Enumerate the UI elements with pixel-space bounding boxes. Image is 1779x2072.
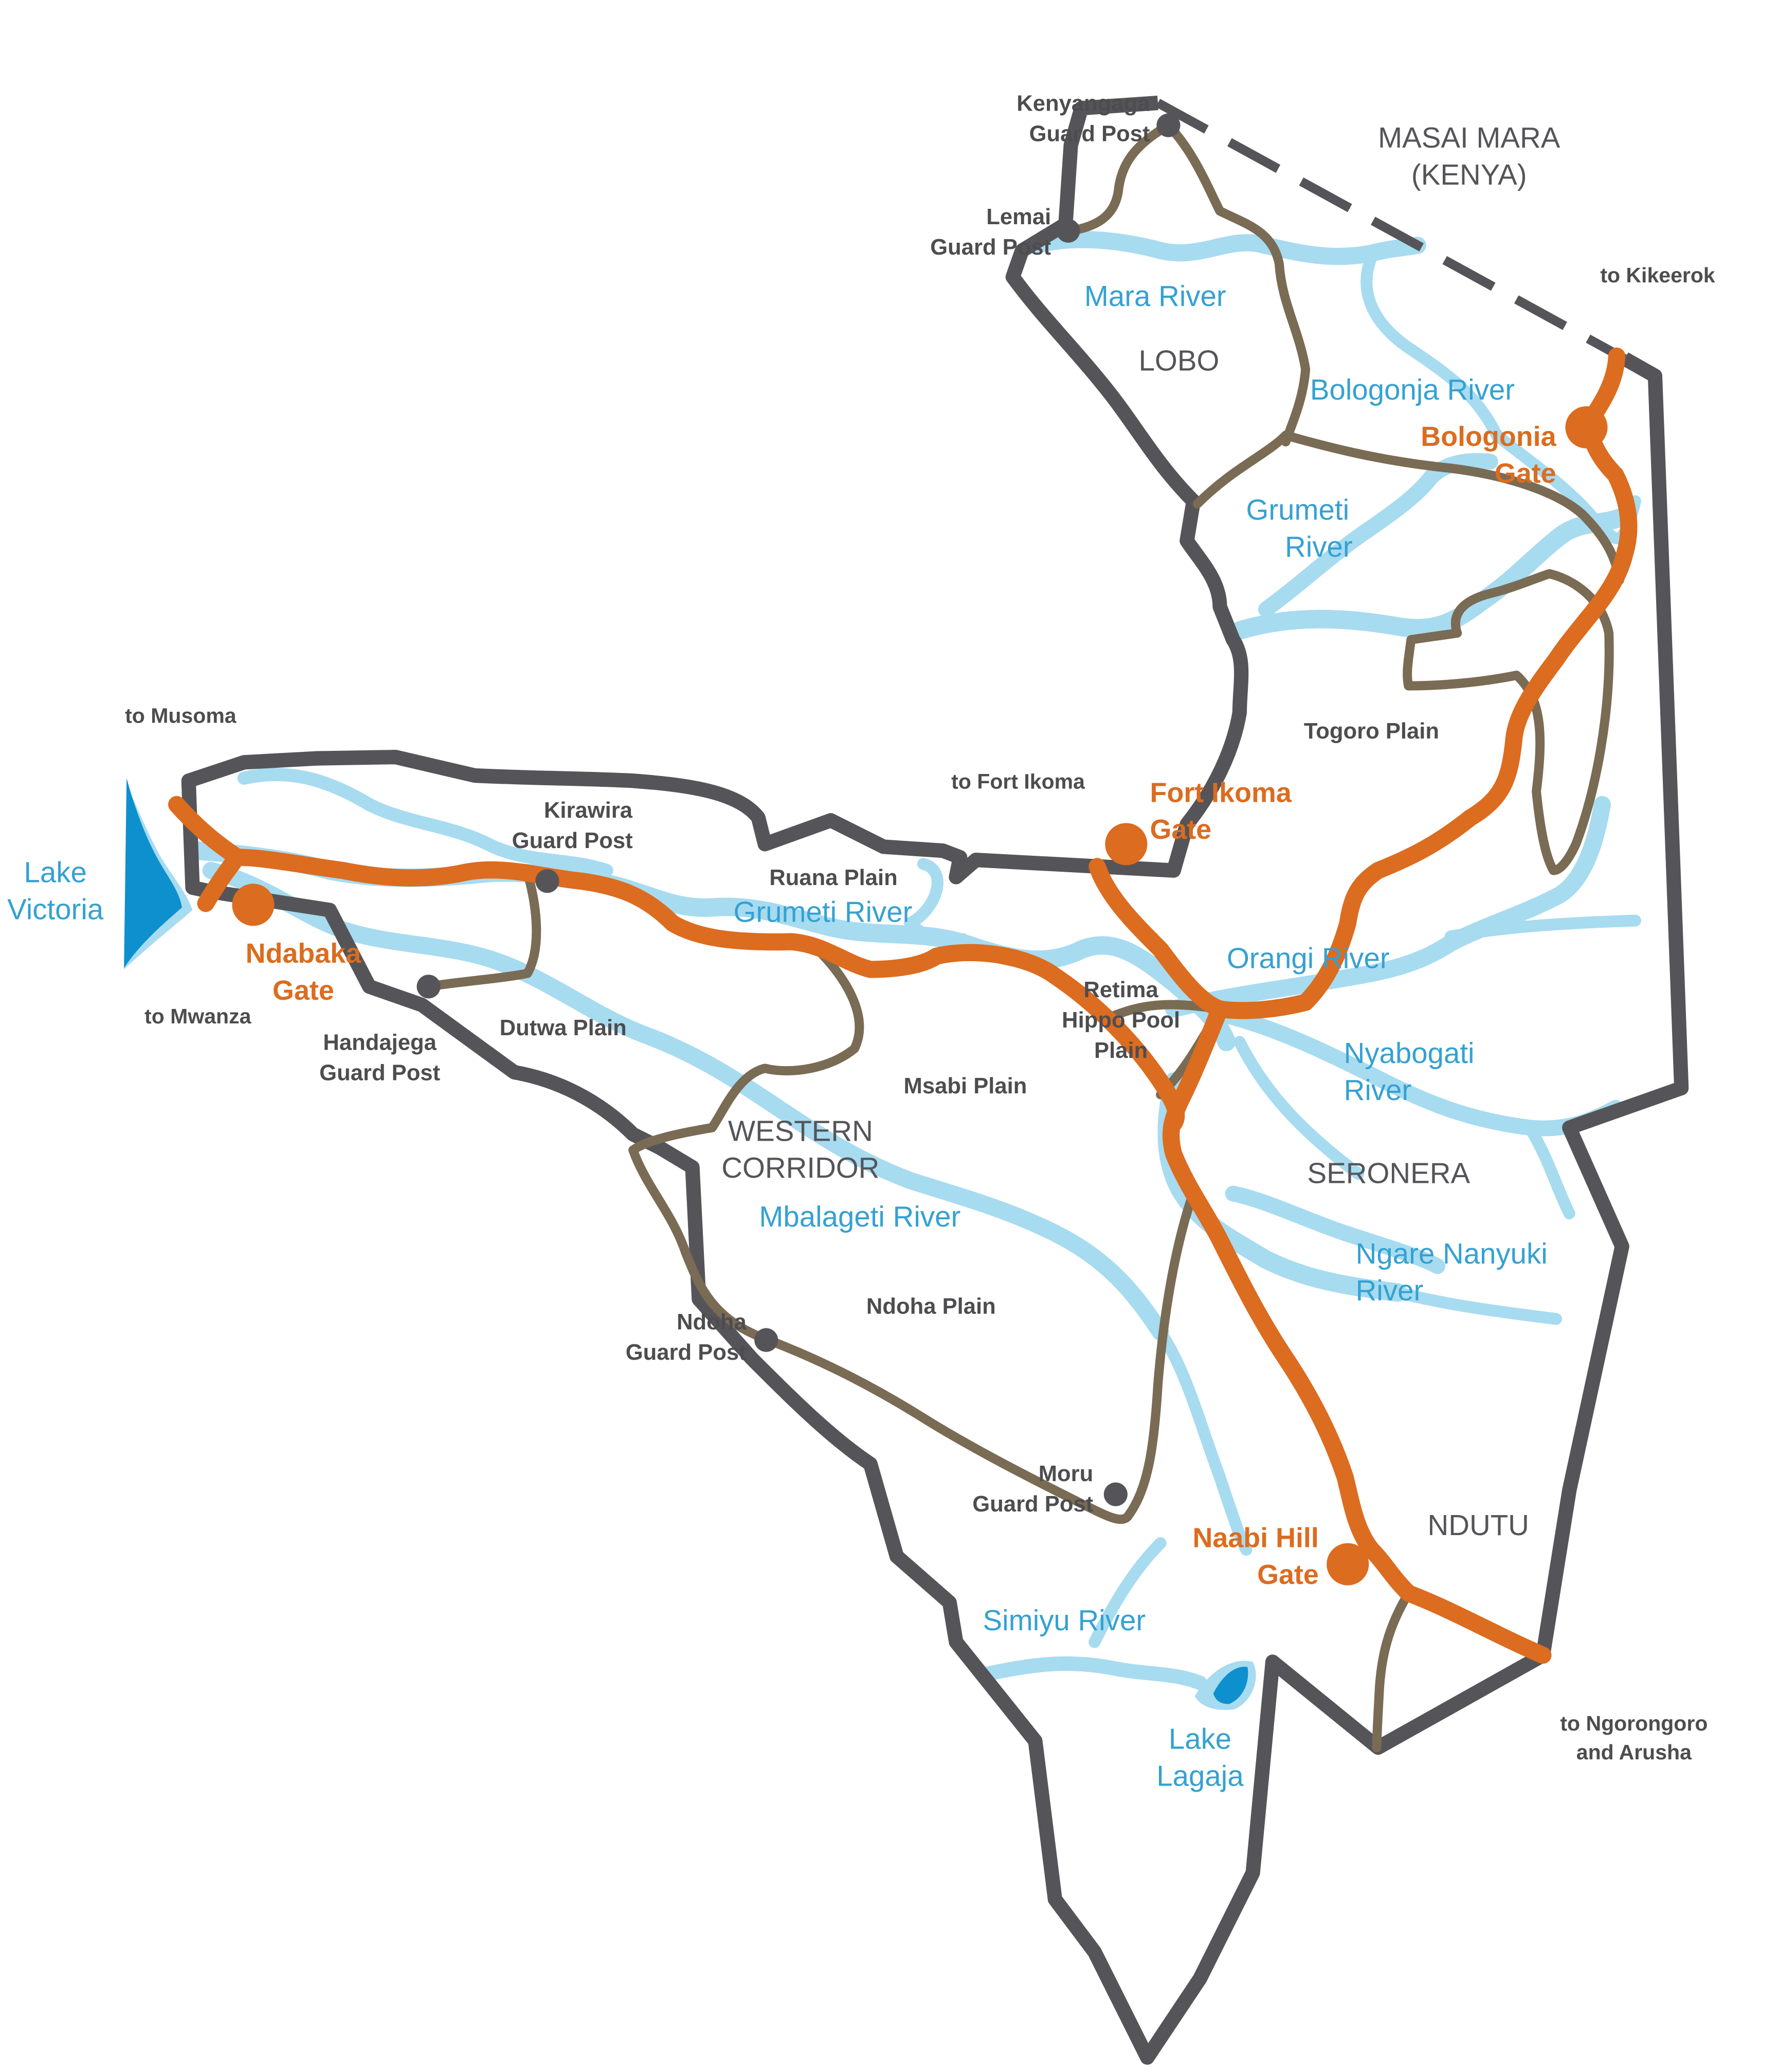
orangi-river-east	[1444, 914, 1641, 943]
kirawira-guard-post-marker	[535, 869, 559, 893]
mara-river	[1026, 231, 1426, 265]
simiyu-river	[975, 1656, 1208, 1690]
orangi-river	[1165, 796, 1611, 1018]
track-kenyangaga-lemai	[1066, 120, 1173, 236]
bologonja-river-label: Bologonja River	[1310, 373, 1515, 406]
lemai-guard-post-marker	[1056, 219, 1080, 243]
mbalageti-river-lower	[1154, 1326, 1252, 1556]
lake-lagaja	[1213, 1667, 1248, 1704]
track-kenyangaga-east	[1164, 120, 1311, 447]
track-lobo-bologonja	[1281, 430, 1624, 585]
main-road-seronera-bologonja	[1211, 347, 1638, 1019]
masai-mara-label: MASAI MARA(KENYA)	[1378, 121, 1560, 191]
seronera-label: SERONERA	[1308, 1157, 1471, 1189]
grumeti-river-west-loop	[904, 858, 969, 946]
ndoha-guard-post-marker	[754, 1328, 778, 1352]
bologonia-gate-marker	[1565, 406, 1608, 448]
nyabogati-river-branch	[1523, 1122, 1575, 1219]
msabi-plain-label: Msabi Plain	[904, 1074, 1027, 1098]
moru-guard-post-marker	[1103, 1482, 1128, 1506]
simiyu-river-upper	[1088, 1537, 1167, 1648]
dutwa-plain-label: Dutwa Plain	[500, 1016, 627, 1040]
orangi-river-label: Orangi River	[1227, 942, 1390, 974]
boundary-layer	[181, 95, 1689, 2065]
main-road-ikoma	[1088, 858, 1229, 1018]
track-lobo-south	[1192, 430, 1291, 509]
ndoha-plain-label: Ndoha Plain	[866, 1294, 996, 1319]
mbalageti-river	[202, 861, 1169, 1341]
simiyu-river-label: Simiyu River	[983, 1604, 1146, 1636]
track-moru-north	[1122, 1195, 1196, 1522]
park-boundary	[181, 95, 1689, 2065]
ndutu-label: NDUTU	[1428, 1509, 1529, 1541]
mara-river-tributary	[1360, 251, 1503, 441]
kenya-border	[1155, 99, 1627, 363]
to-musoma-label: to Musoma	[125, 704, 237, 727]
tracks-layer	[424, 120, 1624, 1753]
fort-ikoma-gate-marker	[1105, 823, 1148, 866]
to-fort-ikoma-label: to Fort Ikoma	[951, 770, 1085, 794]
gates-layer	[232, 406, 1608, 1585]
handajega-guard-post-marker	[416, 975, 441, 999]
grumeti-river-north	[1230, 508, 1631, 640]
togoro-plain-label: Togoro Plain	[1304, 719, 1439, 744]
kenyangaga-guard-post-marker	[1156, 113, 1181, 137]
ngare-nanyuki-river	[1225, 1185, 1446, 1274]
ruana-plain-label: Ruana Plain	[769, 866, 898, 890]
seronera-river-north	[1233, 1036, 1365, 1180]
track-togoro-loop	[1403, 628, 1558, 875]
naabi-hill-gate-marker	[1327, 1543, 1369, 1585]
grumeti-river-west-upper	[237, 768, 613, 877]
track-western-corridor	[628, 945, 864, 1344]
track-ndoha-moru	[760, 1334, 1132, 1524]
to-mwanza-label: to Mwanza	[144, 1004, 252, 1028]
main-road-seronera-naabi	[1162, 1000, 1552, 1664]
main-roads-layer	[168, 347, 1638, 1664]
track-ndutu	[1372, 1589, 1413, 1753]
main-road-lake-spur	[197, 849, 246, 912]
lobo-label: LOBO	[1139, 345, 1220, 377]
mara-river-label: Mara River	[1084, 280, 1226, 312]
main-road-west	[168, 796, 1185, 1132]
ngare-nanyuki-river-east	[1392, 1286, 1563, 1325]
mbalageti-river-label: Mbalageti River	[759, 1200, 960, 1233]
lake-victoria	[124, 778, 182, 968]
track-kirawira-handajega	[424, 868, 541, 992]
ndabaka-gate-marker	[232, 884, 275, 926]
grumeti-river-west-label: Grumeti River	[734, 896, 913, 928]
guard-posts-layer	[416, 113, 1181, 1506]
to-kikeerok-label: to Kikeerok	[1600, 263, 1715, 287]
